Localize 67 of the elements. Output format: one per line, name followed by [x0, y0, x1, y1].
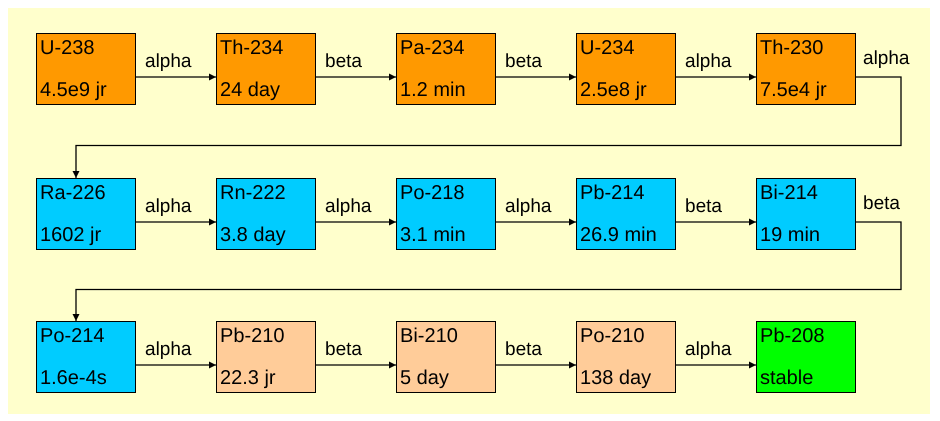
half-life-text: 5 day	[400, 366, 450, 390]
nuclide-name: Ra-226	[40, 181, 107, 205]
nuclide-name: Rn-222	[220, 181, 287, 205]
edge-label: alpha	[144, 51, 192, 73]
half-life-text: 24 day	[220, 78, 282, 102]
arrow	[72, 221, 902, 321]
arrow	[316, 218, 396, 226]
arrow	[676, 74, 756, 80]
nuclide-box	[216, 321, 316, 393]
arrow	[136, 74, 216, 80]
arrow	[496, 362, 576, 368]
nuclide-box	[396, 321, 496, 393]
half-life-text: 19 min	[760, 223, 822, 247]
nuclide-box	[756, 178, 856, 250]
nuclide-box	[756, 33, 856, 105]
nuclide-name: U-234	[580, 36, 636, 60]
arrow	[72, 76, 902, 178]
nuclide-box	[576, 178, 676, 250]
half-life-text: 2.5e8 jr	[580, 78, 648, 102]
half-life-text: 7.5e4 jr	[760, 78, 828, 102]
nuclide-name: Pb-214	[580, 181, 646, 205]
nuclide-name: Pa-234	[400, 36, 466, 60]
arrow	[136, 218, 216, 226]
nuclide-name: Th-230	[760, 36, 824, 60]
edge-label: alpha	[862, 48, 910, 70]
edge-label: alpha	[324, 196, 372, 218]
nuclide-name: Th-234	[220, 36, 284, 60]
half-life-text: 26.9 min	[580, 223, 658, 247]
half-life-text: 1.2 min	[400, 78, 467, 102]
nuclide-box	[756, 321, 856, 393]
arrow	[496, 218, 576, 226]
nuclide-box	[576, 33, 676, 105]
half-life-text: 22.3 jr	[220, 366, 277, 390]
nuclide-name: Po-214	[40, 324, 106, 348]
nuclide-box	[216, 178, 316, 250]
nuclide-name: U-238	[40, 36, 96, 60]
edge-label: alpha	[144, 339, 192, 361]
nuclide-box	[396, 33, 496, 105]
half-life-text: stable	[760, 366, 814, 390]
half-life-text: 3.8 day	[220, 223, 287, 247]
nuclide-name: Po-218	[400, 181, 466, 205]
half-life-text: 138 day	[580, 366, 652, 390]
arrow	[316, 362, 396, 368]
half-life-text: 4.5e9 jr	[40, 78, 108, 102]
half-life-text: 1.6e-4s	[40, 366, 108, 390]
nuclide-name: Pb-210	[220, 324, 286, 348]
half-life-text: 3.1 min	[400, 223, 467, 247]
nuclide-name: Bi-210	[400, 324, 459, 348]
arrow	[136, 362, 216, 368]
edge-label: alpha	[684, 339, 732, 361]
nuclide-box	[36, 33, 136, 105]
nuclide-box	[396, 178, 496, 250]
arrow	[316, 74, 396, 80]
edge-label: alpha	[684, 51, 732, 73]
arrow	[676, 218, 756, 226]
nuclide-box	[216, 33, 316, 105]
nuclide-name: Bi-214	[760, 181, 819, 205]
nuclide-name: Pb-208	[760, 324, 826, 348]
nuclide-box	[576, 321, 676, 393]
edge-label: alpha	[504, 196, 552, 218]
half-life-text: 1602 jr	[40, 223, 102, 247]
nuclide-name: Po-210	[580, 324, 646, 348]
arrow	[496, 74, 576, 80]
arrow	[676, 362, 756, 368]
nuclide-box	[36, 321, 136, 393]
nuclide-box	[36, 178, 136, 250]
edge-label: alpha	[144, 196, 192, 218]
